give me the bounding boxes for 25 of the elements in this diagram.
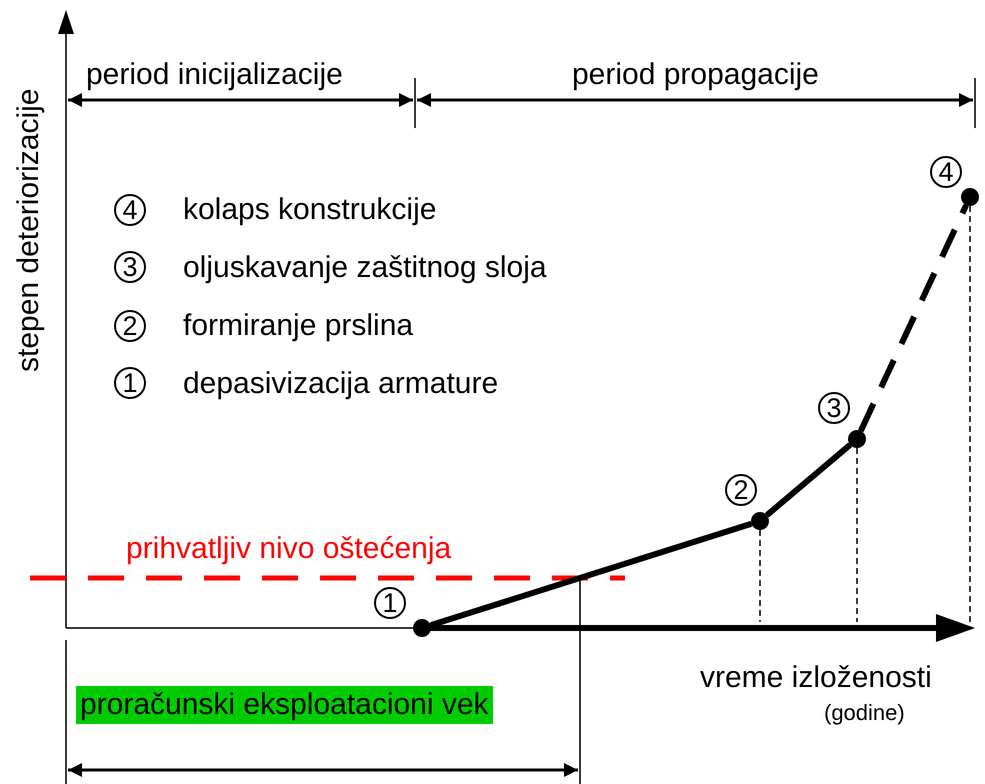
threshold-label: prihvatljiv nivo oštećenja <box>126 532 452 566</box>
data-point <box>751 512 769 530</box>
data-point <box>848 430 866 448</box>
legend-text: kolaps konstrukcije <box>183 193 436 227</box>
unit-label: (godine) <box>824 700 905 726</box>
callout-number: 3 <box>114 251 146 283</box>
legend-text: oljuskavanje zaštitnog sloja <box>183 251 547 285</box>
service-life-label: proračunski eksploatacioni vek <box>76 686 493 724</box>
callout-number: 4 <box>930 156 962 188</box>
legend-text: depasivizacija armature <box>183 367 498 401</box>
callout-number: 4 <box>114 194 146 226</box>
callout-number: 1 <box>374 587 406 619</box>
period-label: period propagacije <box>572 58 819 92</box>
curve-segment <box>764 442 852 518</box>
axis-title: vreme izloženosti <box>700 661 932 695</box>
axis-title: stepen deteriorizacije <box>12 88 46 372</box>
callout-number: 2 <box>725 474 757 506</box>
data-point <box>413 619 431 637</box>
callout-number: 1 <box>114 367 146 399</box>
callout-number: 2 <box>114 310 146 342</box>
data-point <box>961 188 979 206</box>
callout-number: 3 <box>818 392 850 424</box>
curve-segment <box>858 204 969 432</box>
legend-text: formiranje prslina <box>183 309 414 343</box>
period-label: period inicijalizacije <box>86 58 343 92</box>
